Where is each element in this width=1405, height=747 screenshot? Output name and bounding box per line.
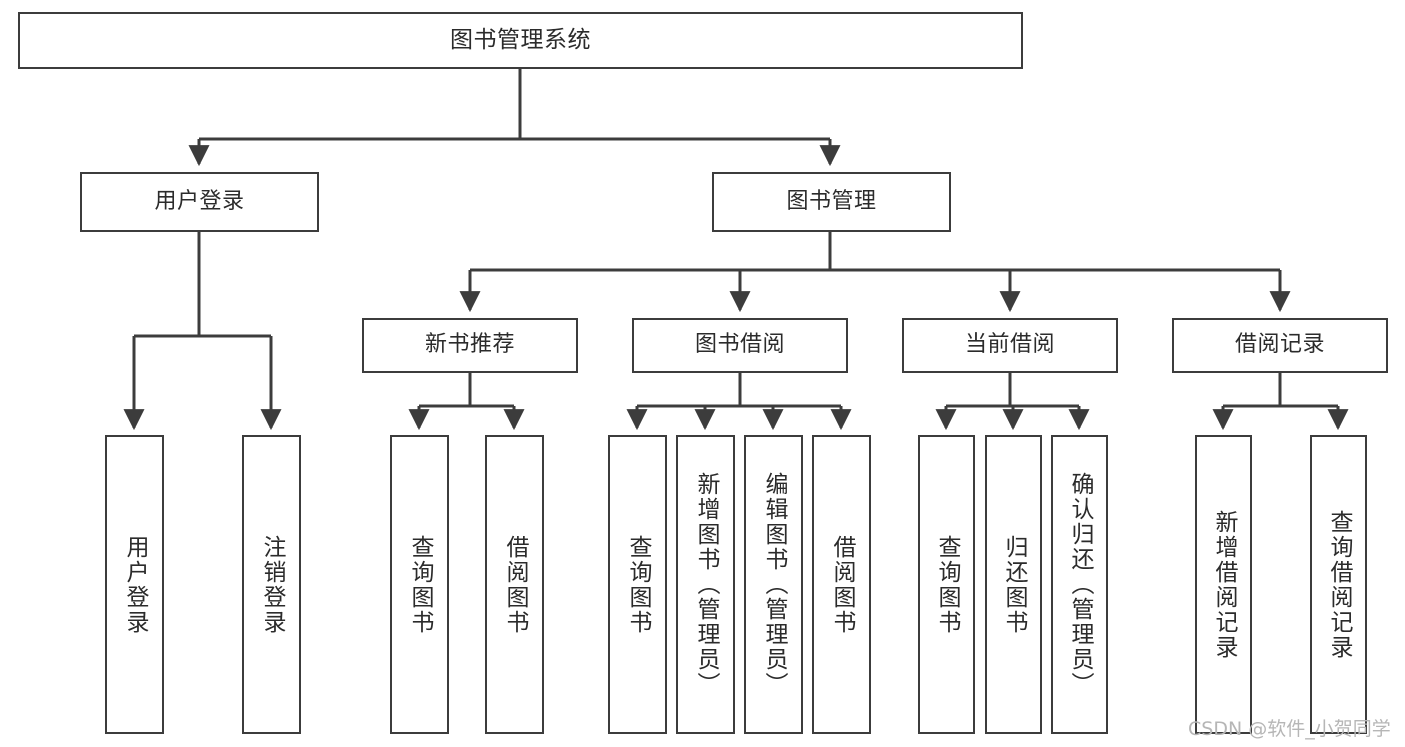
- node-leaf-return-book[interactable]: 归还图书: [985, 435, 1042, 734]
- node-leaf-edit-book-label: 编辑图书（管理员）: [761, 472, 787, 697]
- node-leaf-borrow-book-1[interactable]: 借阅图书: [485, 435, 544, 734]
- node-user-login-label: 用户登录: [154, 188, 245, 214]
- node-borrow-record-label: 借阅记录: [1234, 332, 1325, 358]
- node-leaf-add-book[interactable]: 新增图书（管理员）: [676, 435, 735, 734]
- node-leaf-edit-book[interactable]: 编辑图书（管理员）: [744, 435, 803, 734]
- node-book-borrow-label: 图书借阅: [694, 332, 785, 358]
- node-leaf-query-book-1-label: 查询图书: [407, 534, 433, 635]
- node-leaf-query-book-3[interactable]: 查询图书: [918, 435, 975, 734]
- node-leaf-confirm-return-label: 确认归还（管理员）: [1067, 472, 1093, 697]
- node-leaf-confirm-return[interactable]: 确认归还（管理员）: [1051, 435, 1108, 734]
- node-book-manage[interactable]: 图书管理: [712, 172, 951, 232]
- node-current-borrow-label: 当前借阅: [964, 332, 1055, 358]
- node-leaf-query-borrow-record-label: 查询借阅记录: [1326, 509, 1352, 660]
- node-leaf-query-book-2-label: 查询图书: [625, 534, 651, 635]
- node-new-book-recommend-label: 新书推荐: [424, 332, 515, 358]
- watermark: CSDN @软件_小贺同学: [1188, 718, 1391, 740]
- node-leaf-add-book-label: 新增图书（管理员）: [693, 472, 719, 697]
- node-leaf-query-borrow-record[interactable]: 查询借阅记录: [1310, 435, 1367, 734]
- node-book-borrow[interactable]: 图书借阅: [632, 318, 848, 373]
- node-user-login[interactable]: 用户登录: [80, 172, 319, 232]
- node-current-borrow[interactable]: 当前借阅: [902, 318, 1118, 373]
- node-leaf-borrow-book-1-label: 借阅图书: [502, 534, 528, 635]
- node-leaf-borrow-book-2[interactable]: 借阅图书: [812, 435, 871, 734]
- node-root[interactable]: 图书管理系统: [18, 12, 1023, 69]
- node-leaf-borrow-book-2-label: 借阅图书: [829, 534, 855, 635]
- node-leaf-logout[interactable]: 注销登录: [242, 435, 301, 734]
- node-leaf-query-book-1[interactable]: 查询图书: [390, 435, 449, 734]
- node-leaf-add-borrow-record-label: 新增借阅记录: [1211, 509, 1237, 660]
- node-new-book-recommend[interactable]: 新书推荐: [362, 318, 578, 373]
- node-leaf-query-book-3-label: 查询图书: [934, 534, 960, 635]
- node-leaf-logout-label: 注销登录: [259, 534, 285, 635]
- node-root-label: 图书管理系统: [450, 27, 591, 54]
- node-leaf-add-borrow-record[interactable]: 新增借阅记录: [1195, 435, 1252, 734]
- node-borrow-record[interactable]: 借阅记录: [1172, 318, 1388, 373]
- node-book-manage-label: 图书管理: [786, 188, 877, 214]
- node-leaf-query-book-2[interactable]: 查询图书: [608, 435, 667, 734]
- node-leaf-user-login[interactable]: 用户登录: [105, 435, 164, 734]
- node-leaf-return-book-label: 归还图书: [1001, 534, 1027, 635]
- node-leaf-user-login-label: 用户登录: [122, 534, 148, 635]
